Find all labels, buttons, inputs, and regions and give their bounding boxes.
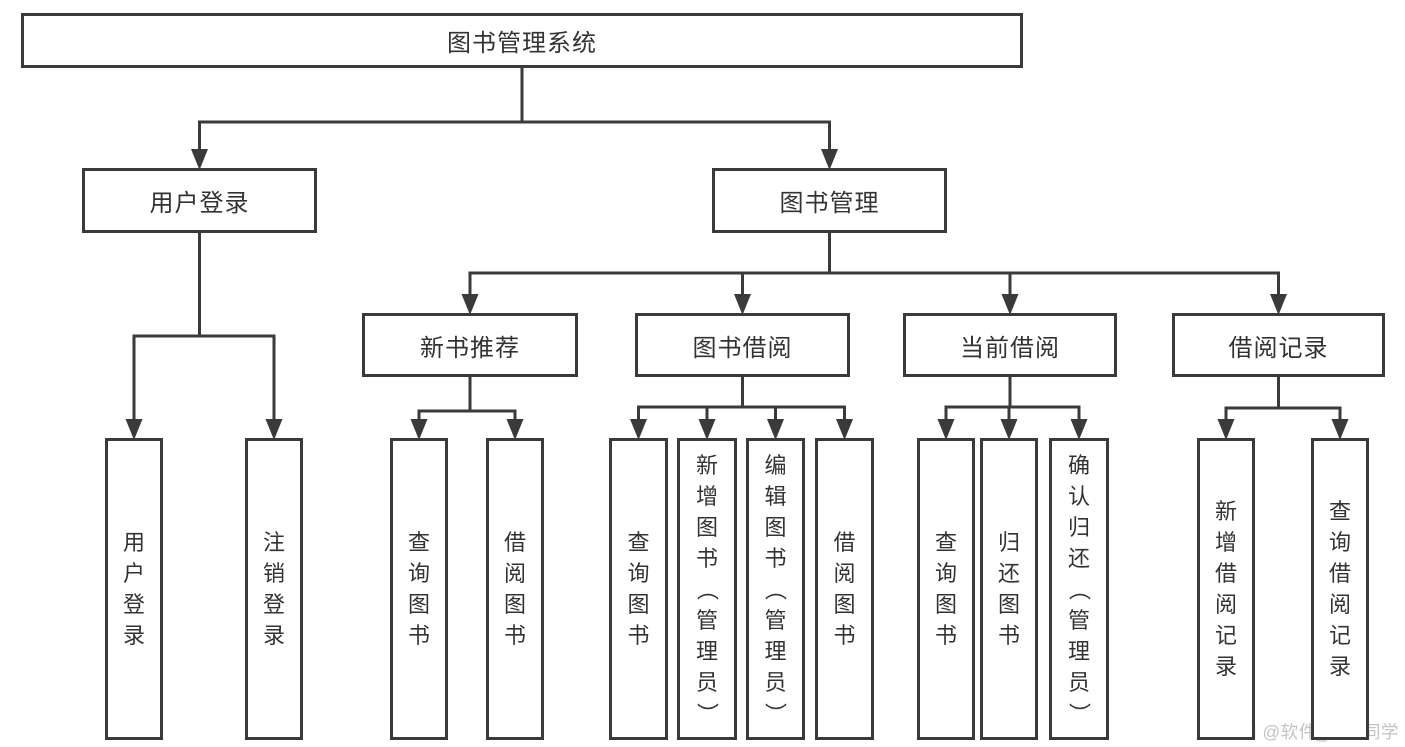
book-borrow-box-label: 图书借阅 [692,334,793,362]
leaf-add-borrow-record-label: 新增借阅记录 [1214,499,1237,679]
leaf-add-book-admin-label: 新增图书（管理员） [694,452,720,725]
leaf-logout-label: 注销登录 [262,530,285,648]
leaf-add-borrow-record: 新增借阅记录 [1197,438,1255,740]
current-borrow-box-label: 当前借阅 [960,334,1060,362]
user-login-box-label: 用户登录 [149,190,250,217]
book-management-box-label: 图书管理 [779,190,880,217]
new-book-recommend-box: 新书推荐 [362,313,578,377]
system-root-box: 图书管理系统 [21,13,1023,68]
system-root-box-label: 图书管理系统 [447,30,597,57]
leaf-edit-book-admin: 编辑图书（管理员） [746,438,805,740]
new-book-recommend-box-label: 新书推荐 [420,334,520,362]
leaf-logout: 注销登录 [245,438,303,740]
leaf-query-borrow-record-label: 查询借阅记录 [1328,499,1351,679]
leaf-query-book-1: 查询图书 [390,438,448,740]
leaf-borrow-book-2-label: 借阅图书 [833,530,856,648]
leaf-edit-book-admin-label: 编辑图书（管理员） [762,452,788,725]
leaf-query-book-2: 查询图书 [609,438,668,740]
book-management-box: 图书管理 [712,168,947,233]
current-borrow-box: 当前借阅 [903,313,1117,377]
leaf-borrow-book-1-label: 借阅图书 [503,530,526,648]
leaf-return-book-label: 归还图书 [997,530,1020,648]
leaf-return-book: 归还图书 [980,438,1038,740]
user-login-box: 用户登录 [82,168,317,233]
leaf-confirm-return-admin: 确认归还（管理员） [1049,438,1109,740]
leaf-borrow-book-2: 借阅图书 [815,438,874,740]
book-borrow-box: 图书借阅 [635,313,850,377]
leaf-query-book-3-label: 查询图书 [934,530,957,648]
leaf-query-book-2-label: 查询图书 [627,530,650,648]
leaf-user-login-label: 用户登录 [122,530,145,648]
leaf-borrow-book-1: 借阅图书 [486,438,544,740]
borrow-record-box: 借阅记录 [1172,313,1385,377]
leaf-add-book-admin: 新增图书（管理员） [677,438,737,740]
leaf-query-book-1-label: 查询图书 [407,530,430,648]
leaf-confirm-return-admin-label: 确认归还（管理员） [1066,452,1092,725]
leaf-query-borrow-record: 查询借阅记录 [1311,438,1369,740]
leaf-query-book-3: 查询图书 [917,438,975,740]
leaf-user-login: 用户登录 [105,438,163,740]
borrow-record-box-label: 借阅记录 [1228,334,1329,362]
